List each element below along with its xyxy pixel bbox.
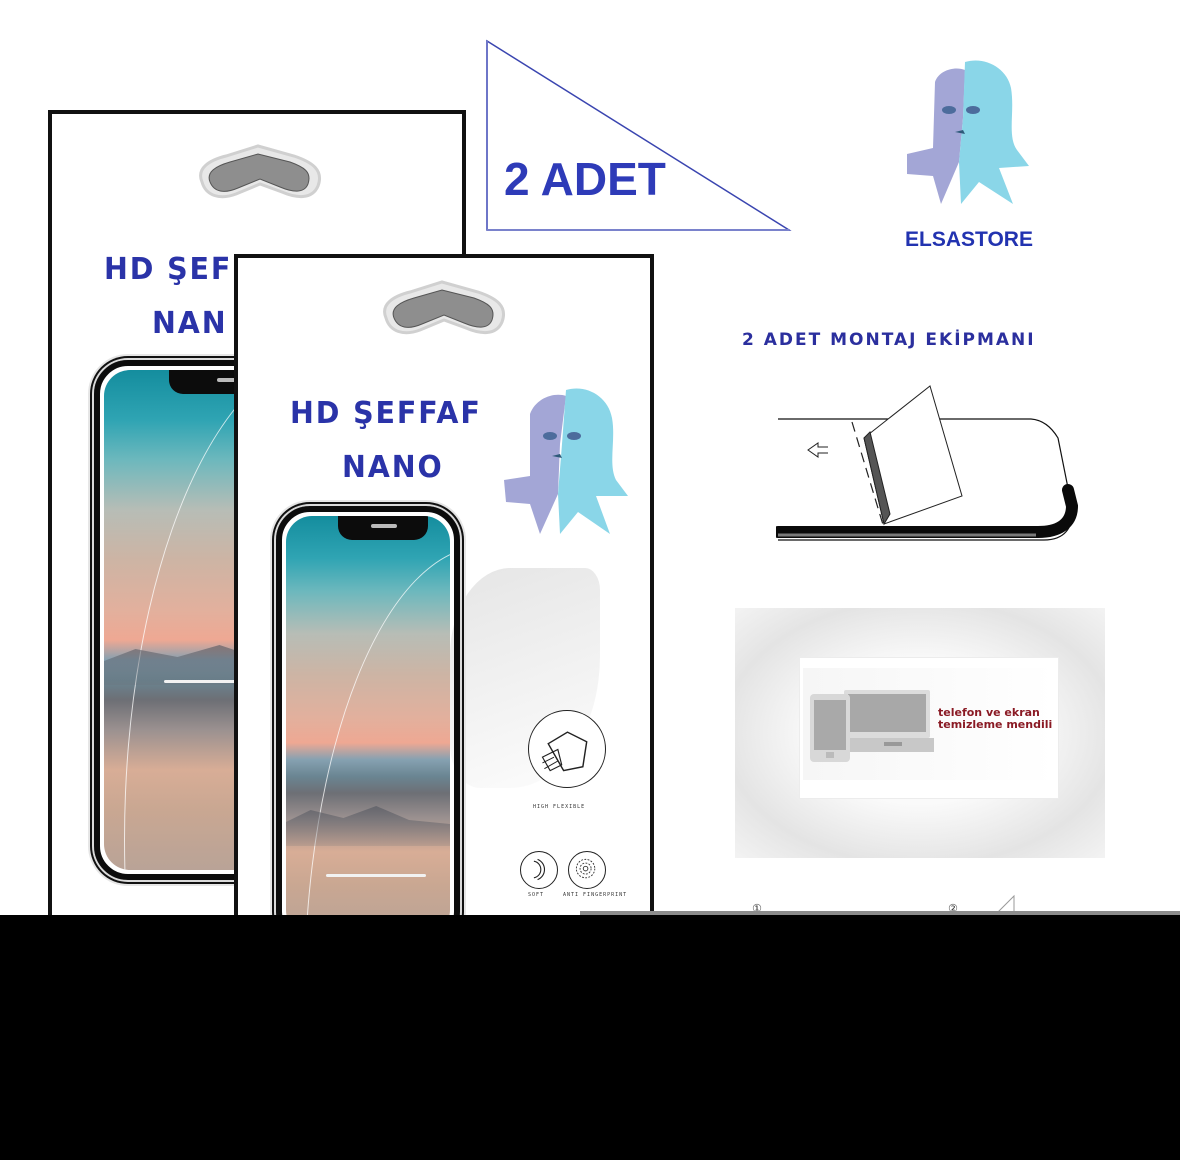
hang-hole-icon [199,144,321,199]
phone-notch [338,516,428,540]
package-box-front: HD ŞEFFAF NANO HIGH FLEXIBLE SOFT [234,254,654,920]
divider-line [580,911,1180,915]
package-title-line2: NAN [152,306,228,341]
wipe-text-line2: temizleme mendili [938,718,1053,731]
hang-hole-icon [383,280,505,335]
squeegee-illustration [776,385,1079,541]
soft-edge-icon [520,851,558,889]
feature-label: SOFT [528,892,545,898]
tablet-laptop-icon [810,690,934,762]
flexible-hand-icon [528,710,606,788]
feature-label: ANTI FINGERPRINT [563,892,628,898]
wipe-label-text: telefon ve ekran temizleme mendili [938,707,1052,731]
phone-screen [286,516,450,920]
wipe-text-line1: telefon ve ekran [938,706,1040,719]
wave-line [164,680,284,683]
package-title-line1: HD ŞEFFAF [290,396,482,431]
step-marker: ① [752,902,762,915]
black-bottom-region [0,915,1180,1160]
feature-label: HIGH FLEXIBLE [533,804,586,810]
elsa-logo-icon [504,388,628,534]
arrow-left-icon [807,442,828,458]
package-title-line1: HD ŞEFF [104,252,254,287]
package-title-line2: NANO [342,450,444,485]
brand-name: ELSASTORE [905,228,1033,251]
step-diagram-fragment [995,894,1015,915]
phone-illustration [276,506,460,920]
screen-film-edge [304,546,450,920]
quantity-badge-triangle [486,39,792,231]
equipment-title: 2 ADET MONTAJ EKİPMANI [742,330,1036,350]
fingerprint-icon [568,851,606,889]
quantity-badge-label: 2 ADET [504,153,666,205]
step-marker: ② [948,902,958,915]
elsa-logo-icon [907,60,1029,205]
wave-line [326,874,426,877]
